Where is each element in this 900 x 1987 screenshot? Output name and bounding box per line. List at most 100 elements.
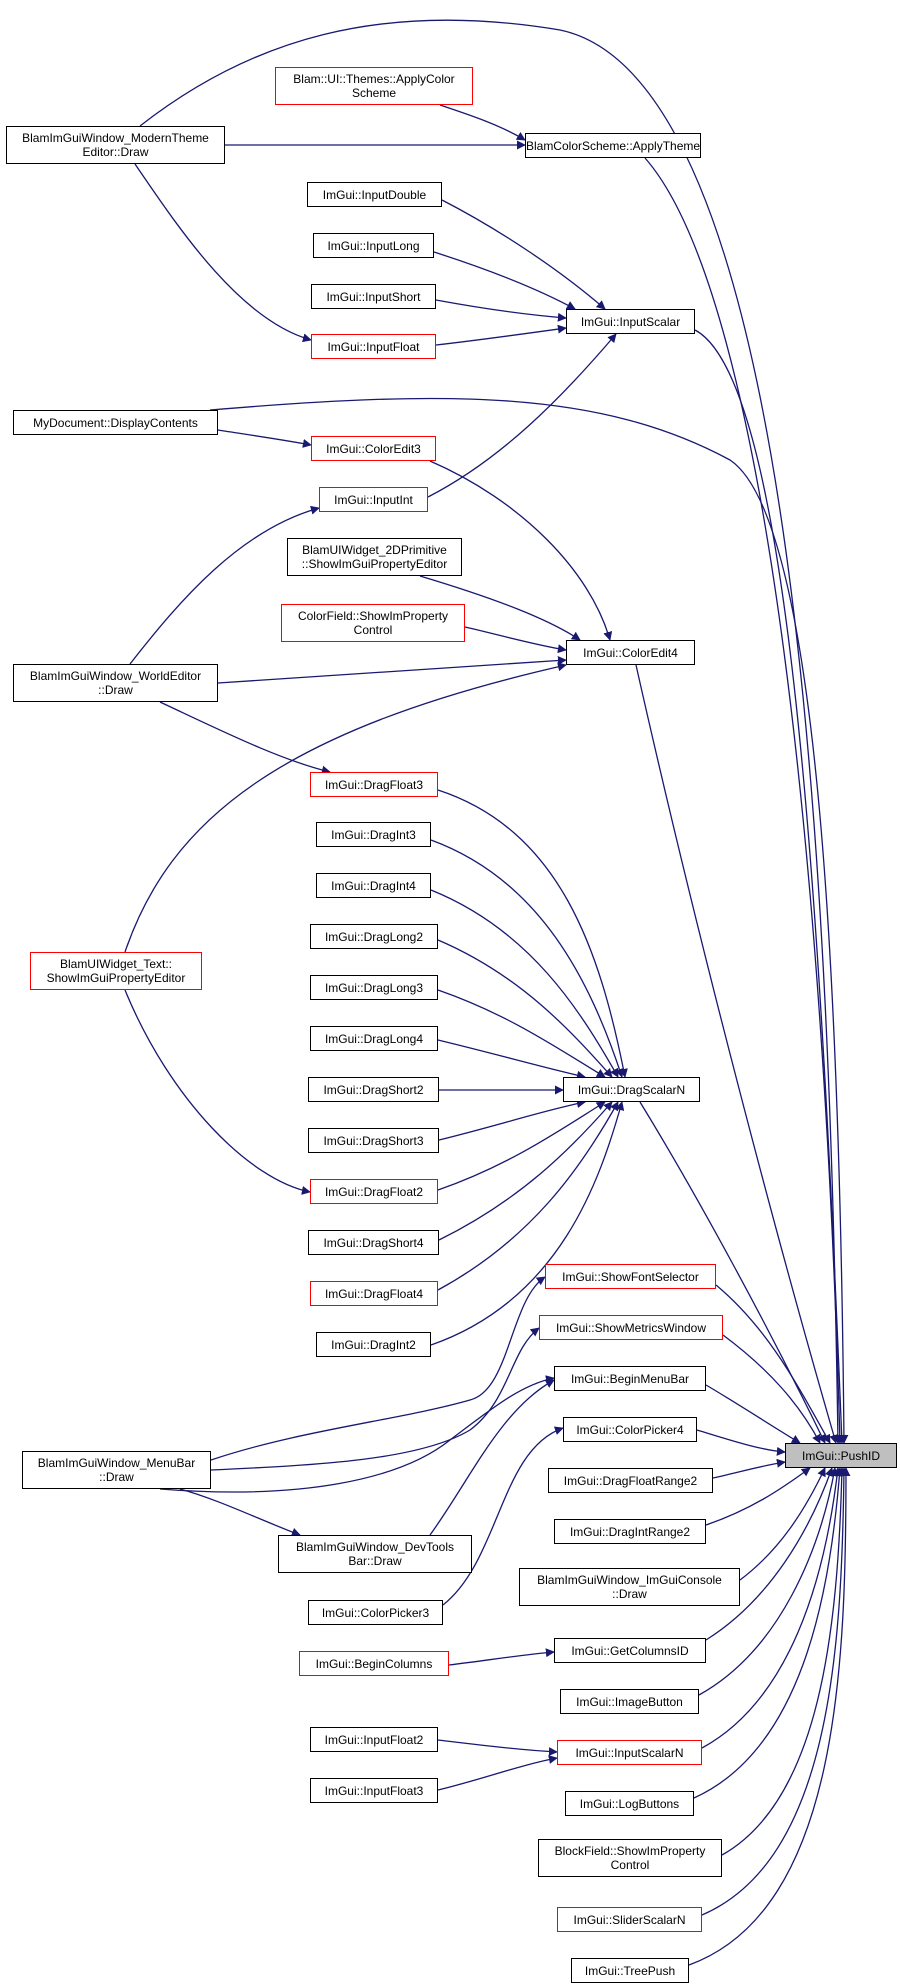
node-2dprimitive-propertyeditor[interactable]: BlamUIWidget_2DPrimitive ::ShowImGuiProp… — [287, 538, 462, 576]
node-pushid: ImGui::PushID — [785, 1443, 897, 1468]
node-applycolorscheme[interactable]: Blam::UI::Themes::ApplyColor Scheme — [275, 67, 473, 105]
node-colorpicker3[interactable]: ImGui::ColorPicker3 — [308, 1600, 443, 1625]
node-dragfloatrange2[interactable]: ImGui::DragFloatRange2 — [548, 1468, 713, 1493]
edge-inputscalar-pushid — [694, 329, 847, 1444]
edge-menubar-devtoolsbar — [179, 1488, 301, 1537]
edge-treepush-pushid — [688, 1467, 851, 1966]
edge-showfontselector-pushid — [715, 1284, 831, 1444]
node-coloredit3[interactable]: ImGui::ColorEdit3 — [311, 436, 436, 461]
edge-inputdouble-inputscalar — [441, 199, 606, 310]
node-getcolumnsid[interactable]: ImGui::GetColumnsID — [554, 1638, 706, 1663]
edge-inputfloat3-inputscalarn — [437, 1755, 558, 1791]
edge-inputfloat-inputscalar — [435, 324, 567, 346]
edge-dragint4-dragscalarn — [430, 889, 619, 1078]
edge-dragfloat4-dragscalarn — [437, 1101, 619, 1291]
node-widget-text-propertyeditor[interactable]: BlamUIWidget_Text:: ShowImGuiPropertyEdi… — [30, 952, 202, 990]
edge-coloredit3-coloredit4 — [429, 460, 613, 641]
node-dragscalarn[interactable]: ImGui::DragScalarN — [563, 1077, 700, 1102]
edge-menubar-showfontselector — [210, 1276, 546, 1461]
node-inputlong[interactable]: ImGui::InputLong — [313, 233, 434, 258]
edge-dragfloat2-dragscalarn — [437, 1101, 606, 1191]
edge-widgettext-dragfloat2 — [124, 989, 311, 1195]
node-blockfield-showimpropertycontrol[interactable]: BlockField::ShowImProperty Control — [538, 1839, 722, 1877]
edge-applytheme-pushid — [644, 157, 845, 1444]
node-inputfloat2[interactable]: ImGui::InputFloat2 — [310, 1727, 438, 1752]
edge-colorpicker3-colorpicker4 — [442, 1426, 564, 1606]
edge-inputint-inputscalar — [427, 333, 617, 498]
node-imguiconsole-draw[interactable]: BlamImGuiWindow_ImGuiConsole ::Draw — [519, 1568, 740, 1606]
node-dragint4[interactable]: ImGui::DragInt4 — [316, 873, 431, 898]
node-colorpicker4[interactable]: ImGui::ColorPicker4 — [563, 1417, 697, 1442]
edge-dragscalarn-pushid — [639, 1101, 826, 1444]
edge-draglong3-dragscalarn — [437, 989, 606, 1078]
edge-dragintrange2-pushid — [705, 1467, 811, 1526]
edge-logbuttons-pushid — [693, 1467, 844, 1799]
node-dragint2[interactable]: ImGui::DragInt2 — [316, 1332, 431, 1357]
node-treepush[interactable]: ImGui::TreePush — [571, 1958, 689, 1983]
node-devtoolsbar-draw[interactable]: BlamImGuiWindow_DevTools Bar::Draw — [278, 1535, 472, 1573]
node-menubar-draw[interactable]: BlamImGuiWindow_MenuBar ::Draw — [22, 1451, 211, 1489]
node-dragshort3[interactable]: ImGui::DragShort3 — [308, 1128, 439, 1153]
edge-worldeditor-dragfloat3 — [159, 701, 331, 775]
node-dragint3[interactable]: ImGui::DragInt3 — [316, 822, 431, 847]
node-dragfloat4[interactable]: ImGui::DragFloat4 — [310, 1281, 438, 1306]
edge-coloredit4-pushid — [635, 664, 839, 1444]
edge-dragfloatrange2-pushid — [712, 1458, 786, 1479]
node-draglong2[interactable]: ImGui::DragLong2 — [310, 924, 438, 949]
edge-dragshort3-dragscalarn — [438, 1099, 586, 1141]
edge-moderntheme-pushid — [139, 19, 843, 1444]
edge-dragint3-dragscalarn — [430, 839, 624, 1078]
edge-applycolorscheme-applytheme — [439, 104, 526, 141]
node-dragintrange2[interactable]: ImGui::DragIntRange2 — [554, 1519, 706, 1544]
node-mydocument-displaycontents[interactable]: MyDocument::DisplayContents — [13, 410, 218, 435]
node-draglong3[interactable]: ImGui::DragLong3 — [310, 975, 438, 1000]
edge-worldeditor-coloredit4 — [217, 655, 567, 684]
edge-displaycontents-pushid — [209, 397, 849, 1444]
node-imagebutton[interactable]: ImGui::ImageButton — [560, 1689, 699, 1714]
node-inputfloat[interactable]: ImGui::InputFloat — [311, 334, 436, 359]
node-sliderscalarn[interactable]: ImGui::SliderScalarN — [557, 1907, 702, 1932]
edge-getcolumnsid-pushid — [705, 1467, 834, 1641]
node-worldeditor-draw[interactable]: BlamImGuiWindow_WorldEditor ::Draw — [13, 664, 218, 702]
node-inputfloat3[interactable]: ImGui::InputFloat3 — [310, 1778, 438, 1803]
edge-inputscalarn-pushid — [701, 1467, 842, 1749]
node-coloredit4[interactable]: ImGui::ColorEdit4 — [566, 640, 695, 665]
edge-dragint2-dragscalarn — [430, 1101, 625, 1346]
edge-imguiconsole-pushid — [739, 1467, 826, 1581]
node-inputscalarn[interactable]: ImGui::InputScalarN — [557, 1740, 702, 1765]
node-begincolumns[interactable]: ImGui::BeginColumns — [299, 1651, 449, 1676]
edge-menubar-showmetricswindow — [210, 1327, 540, 1471]
node-showfontselector[interactable]: ImGui::ShowFontSelector — [545, 1264, 716, 1289]
edge-sliderscalarn-pushid — [701, 1467, 849, 1916]
node-inputint[interactable]: ImGui::InputInt — [319, 487, 428, 512]
node-colorfield-showimpropertycontrol[interactable]: ColorField::ShowImProperty Control — [281, 604, 465, 642]
node-blamcolorscheme-applytheme[interactable]: BlamColorScheme::ApplyTheme — [525, 133, 701, 158]
node-dragfloat3[interactable]: ImGui::DragFloat3 — [310, 772, 438, 797]
edge-moderntheme-inputfloat — [134, 163, 312, 343]
edge-draglong4-dragscalarn — [437, 1039, 586, 1080]
node-inputscalar[interactable]: ImGui::InputScalar — [566, 309, 695, 334]
node-dragshort4[interactable]: ImGui::DragShort4 — [308, 1230, 439, 1255]
node-logbuttons[interactable]: ImGui::LogButtons — [565, 1791, 694, 1816]
node-modern-theme-editor-draw[interactable]: BlamImGuiWindow_ModernTheme Editor::Draw — [6, 126, 225, 164]
node-draglong4[interactable]: ImGui::DragLong4 — [310, 1026, 438, 1051]
node-showmetricswindow[interactable]: ImGui::ShowMetricsWindow — [539, 1315, 723, 1340]
edge-menubar-beginmenubar — [159, 1375, 555, 1493]
node-dragshort2[interactable]: ImGui::DragShort2 — [308, 1077, 439, 1102]
edge-inputshort-inputscalar — [435, 299, 567, 322]
node-beginmenubar[interactable]: ImGui::BeginMenuBar — [554, 1366, 706, 1391]
edge-beginmenubar-pushid — [705, 1384, 801, 1444]
node-inputshort[interactable]: ImGui::InputShort — [311, 284, 436, 309]
edge-inputlong-inputscalar — [433, 251, 576, 310]
node-inputdouble[interactable]: ImGui::InputDouble — [307, 182, 442, 207]
edge-widgettext-coloredit4 — [124, 662, 567, 953]
node-dragfloat2[interactable]: ImGui::DragFloat2 — [310, 1179, 438, 1204]
edge-inputfloat2-inputscalarn — [437, 1739, 558, 1757]
edge-primitive2d-coloredit4 — [419, 575, 581, 641]
edge-draglong2-dragscalarn — [437, 939, 613, 1078]
edge-showmetrics-pushid — [722, 1334, 821, 1444]
edge-colorfield-coloredit4 — [464, 626, 567, 654]
edge-dragfloat3-dragscalarn — [437, 789, 628, 1078]
